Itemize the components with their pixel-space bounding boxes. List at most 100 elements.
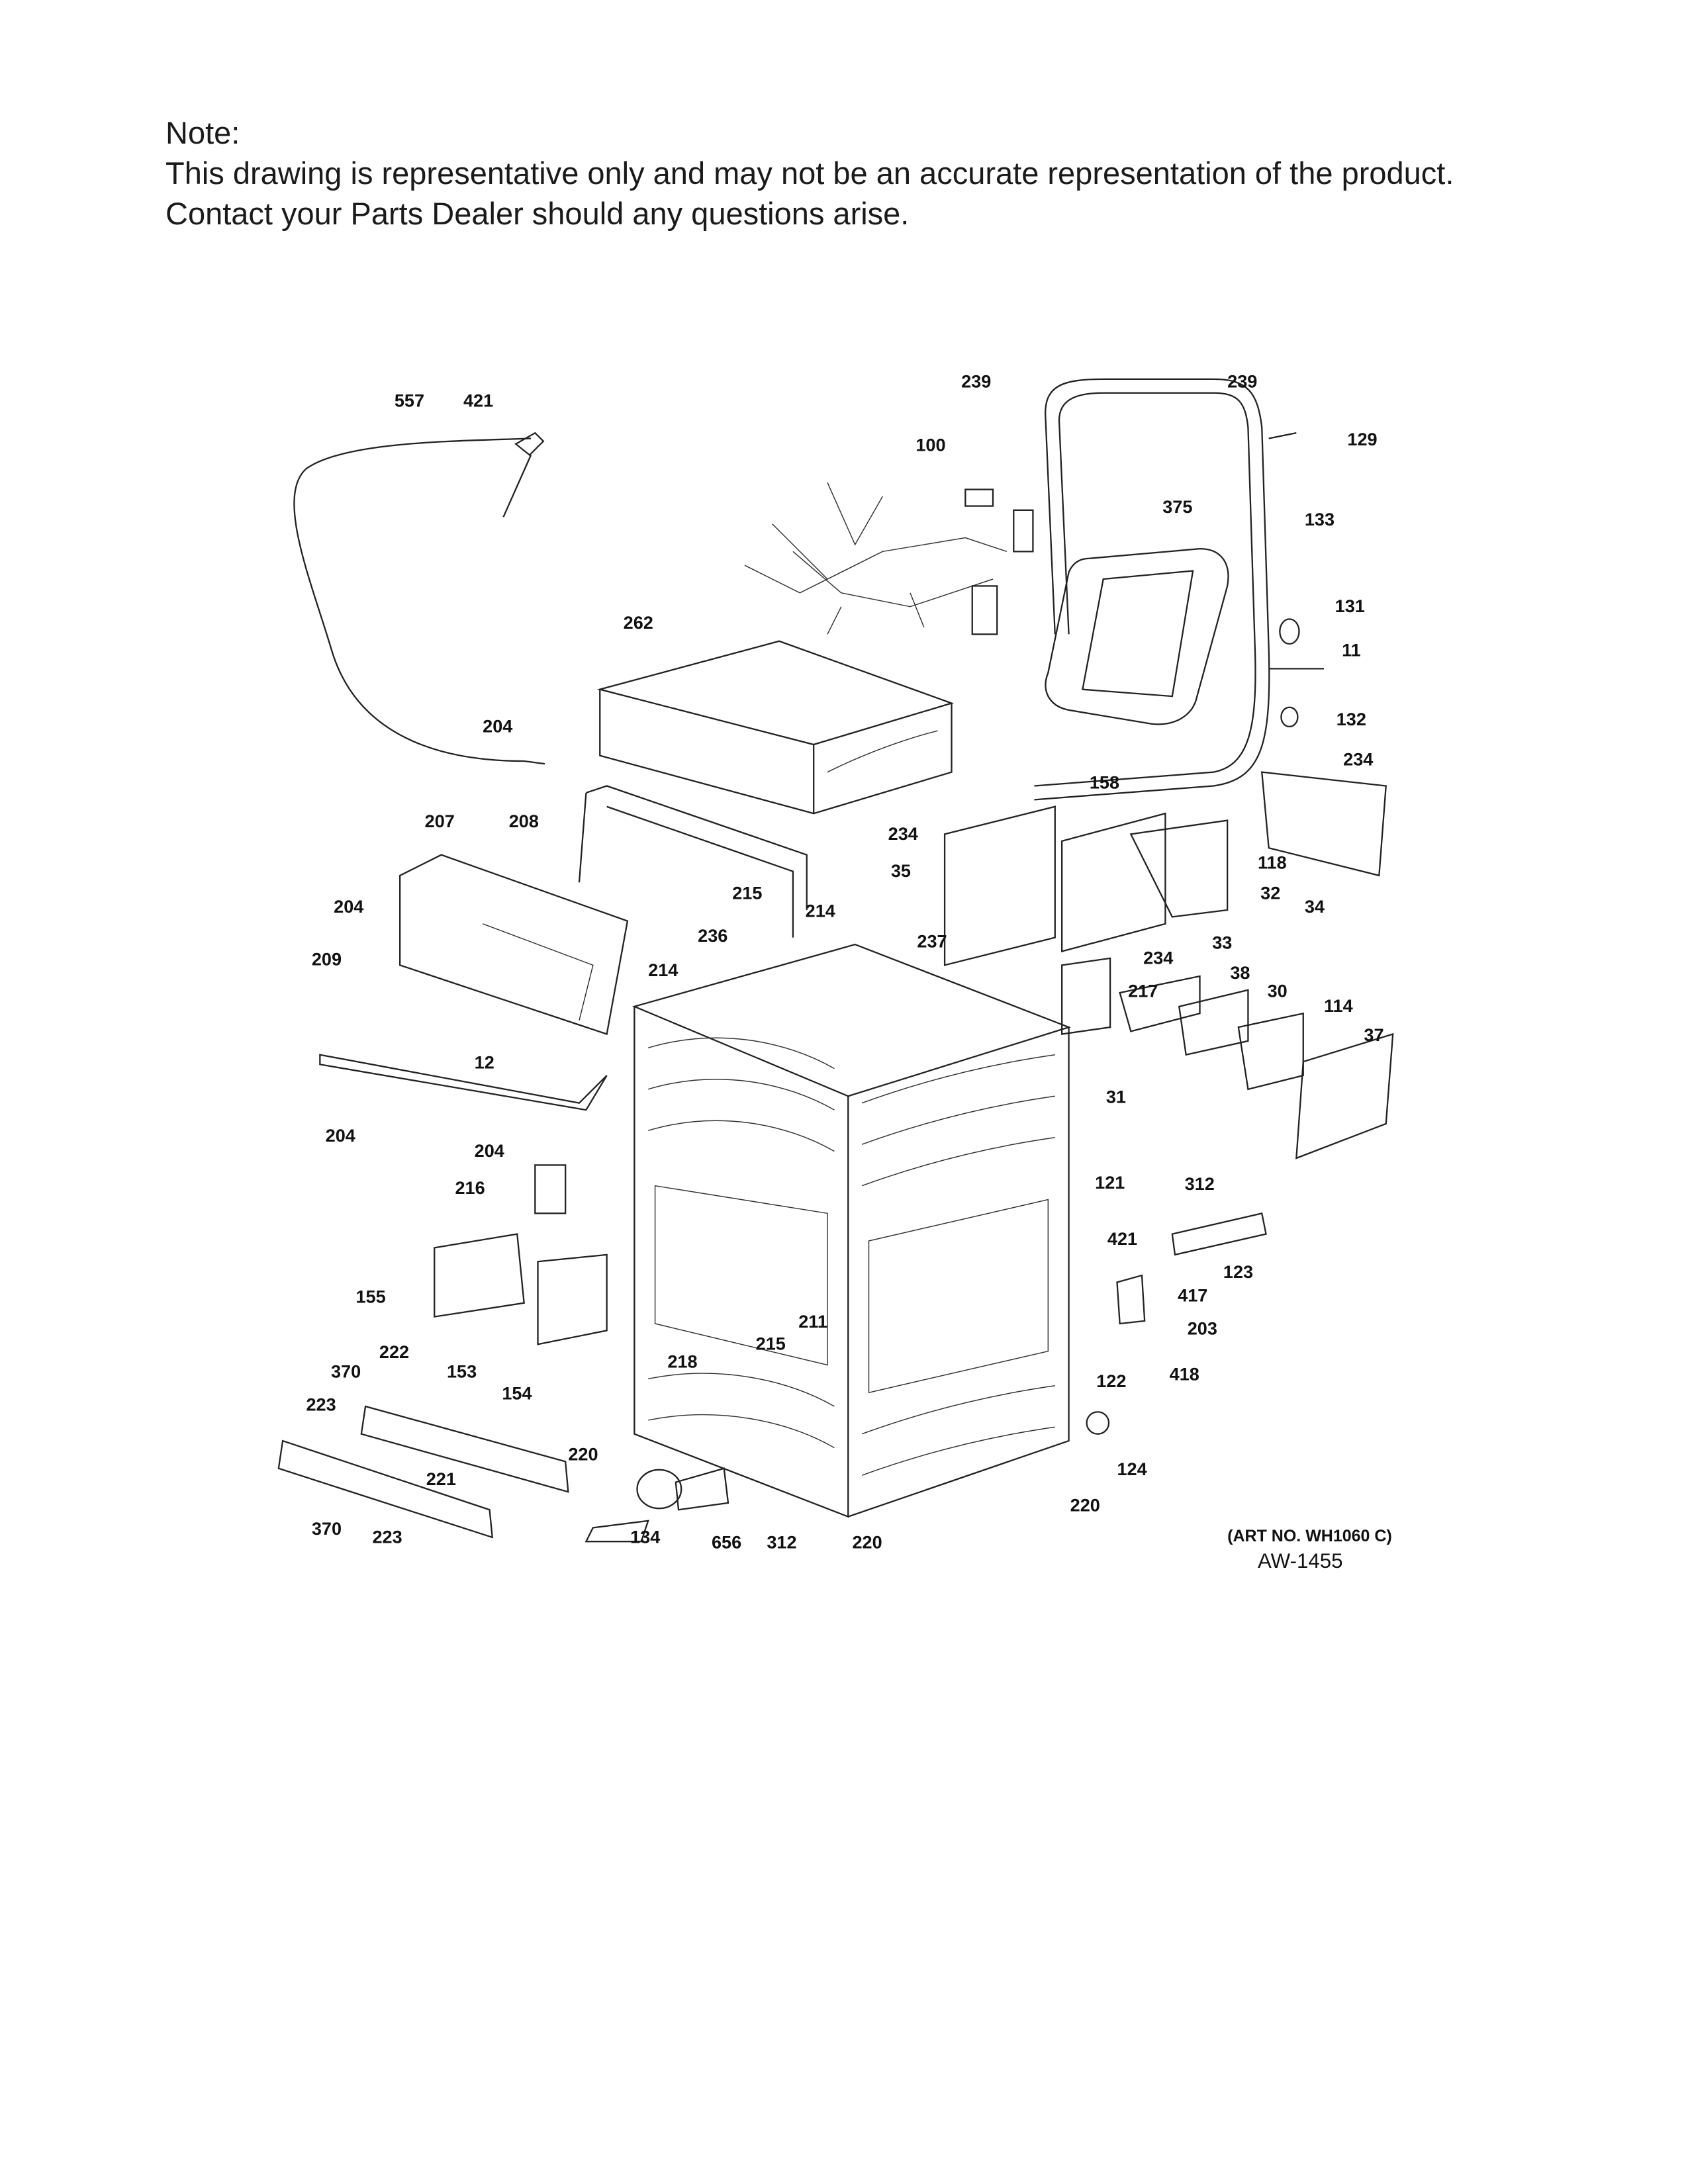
callout-114: 114 xyxy=(1324,995,1353,1016)
top-panel xyxy=(596,640,955,815)
cabinet-ribs xyxy=(647,1037,1055,1476)
callout-418: 418 xyxy=(1170,1363,1199,1384)
callout-214: 214 xyxy=(806,900,835,921)
bracket-216 xyxy=(534,1164,567,1214)
callout-239: 239 xyxy=(1227,371,1257,391)
top-frame xyxy=(578,785,808,938)
callout-214: 214 xyxy=(648,960,678,980)
switch-417 xyxy=(1116,1274,1146,1325)
callout-234: 234 xyxy=(1343,749,1373,769)
bracket-123 xyxy=(1171,1212,1267,1256)
callout-656: 656 xyxy=(712,1532,741,1553)
callout-211: 211 xyxy=(798,1311,827,1332)
callout-218: 218 xyxy=(667,1351,697,1372)
callout-32: 32 xyxy=(1260,882,1280,903)
callout-124: 124 xyxy=(1117,1459,1147,1479)
callout-237: 237 xyxy=(917,931,947,951)
callout-239: 239 xyxy=(961,371,991,391)
callout-35: 35 xyxy=(891,860,911,881)
callout-220: 220 xyxy=(1070,1494,1100,1515)
callout-31: 31 xyxy=(1106,1087,1126,1107)
callout-12: 12 xyxy=(475,1052,494,1073)
callout-207: 207 xyxy=(425,811,455,831)
callout-220: 220 xyxy=(568,1443,598,1464)
callout-217: 217 xyxy=(1128,980,1158,1001)
power-cord xyxy=(293,437,545,765)
callout-421: 421 xyxy=(1107,1228,1137,1249)
note-line-2: Contact your Parts Dealer should any que… xyxy=(165,196,910,231)
callout-216: 216 xyxy=(455,1177,485,1198)
inverter-155 xyxy=(434,1233,525,1318)
cabinet xyxy=(632,943,1072,1518)
housing-114 xyxy=(1237,1012,1304,1091)
callout-158: 158 xyxy=(1090,772,1119,793)
callout-215: 215 xyxy=(732,882,762,903)
callout-34: 34 xyxy=(1305,896,1325,917)
gasket xyxy=(1045,548,1229,725)
callout-370: 370 xyxy=(312,1518,342,1539)
disclaimer-note: Note: This drawing is representative onl… xyxy=(165,113,1454,234)
wire-harness xyxy=(744,482,1008,635)
filter-screen xyxy=(1061,812,1166,952)
callout-38: 38 xyxy=(1230,962,1250,983)
callout-236: 236 xyxy=(698,925,727,946)
control-board xyxy=(1129,819,1229,918)
callout-220: 220 xyxy=(853,1532,882,1553)
case-38 xyxy=(1119,975,1201,1032)
callout-370: 370 xyxy=(331,1361,361,1381)
callout-129: 129 xyxy=(1347,429,1377,449)
callout-134: 134 xyxy=(630,1526,660,1547)
callout-234: 234 xyxy=(1143,947,1173,968)
callout-132: 132 xyxy=(1336,709,1366,729)
callout-133: 133 xyxy=(1305,509,1335,529)
callout-121: 121 xyxy=(1095,1172,1125,1193)
callout-153: 153 xyxy=(447,1361,477,1381)
plug-124 xyxy=(1086,1411,1110,1435)
parts-drawing xyxy=(277,378,1394,1543)
rear-bracket xyxy=(319,1054,608,1111)
callout-421: 421 xyxy=(463,390,493,411)
callout-204: 204 xyxy=(326,1125,355,1146)
pump-656 xyxy=(636,1469,682,1510)
dispenser-37 xyxy=(1295,1032,1394,1160)
callout-204: 204 xyxy=(475,1140,504,1161)
note-line-1: This drawing is representative only and … xyxy=(165,156,1454,191)
callout-37: 37 xyxy=(1364,1024,1383,1045)
rail-370-upper xyxy=(360,1405,569,1493)
callout-154: 154 xyxy=(502,1383,532,1404)
board-30 xyxy=(1178,989,1249,1056)
callout-557: 557 xyxy=(395,390,424,411)
callout-222: 222 xyxy=(379,1342,409,1362)
note-heading: Note: xyxy=(165,115,240,150)
callout-223: 223 xyxy=(373,1526,402,1547)
callout-118: 118 xyxy=(1258,852,1287,873)
callout-155: 155 xyxy=(356,1287,386,1307)
hose-frame xyxy=(1034,378,1270,801)
rail-370-lower xyxy=(277,1439,494,1539)
callout-208: 208 xyxy=(509,811,539,831)
callout-100: 100 xyxy=(915,434,945,455)
callout-234: 234 xyxy=(888,823,918,844)
callout-262: 262 xyxy=(624,612,653,633)
callout-223: 223 xyxy=(306,1394,336,1414)
callout-312: 312 xyxy=(767,1532,796,1553)
callout-209: 209 xyxy=(312,948,342,969)
bracket-34 xyxy=(1260,771,1387,877)
bracket-217 xyxy=(1061,957,1111,1035)
inverter-154 xyxy=(537,1253,608,1345)
callout-417: 417 xyxy=(1178,1285,1207,1306)
callout-375: 375 xyxy=(1162,496,1192,517)
callout-11: 11 xyxy=(1342,640,1361,660)
callout-221: 221 xyxy=(426,1469,456,1489)
callout-204: 204 xyxy=(334,896,363,917)
callout-33: 33 xyxy=(1212,932,1232,952)
callout-215: 215 xyxy=(756,1334,786,1354)
callout-203: 203 xyxy=(1188,1318,1217,1339)
rear-panel xyxy=(399,854,629,1036)
drawing-id: AW-1455 xyxy=(1258,1549,1342,1572)
callout-204: 204 xyxy=(483,715,512,736)
callout-122: 122 xyxy=(1096,1371,1126,1391)
callout-123: 123 xyxy=(1223,1261,1253,1282)
callout-30: 30 xyxy=(1268,980,1288,1001)
